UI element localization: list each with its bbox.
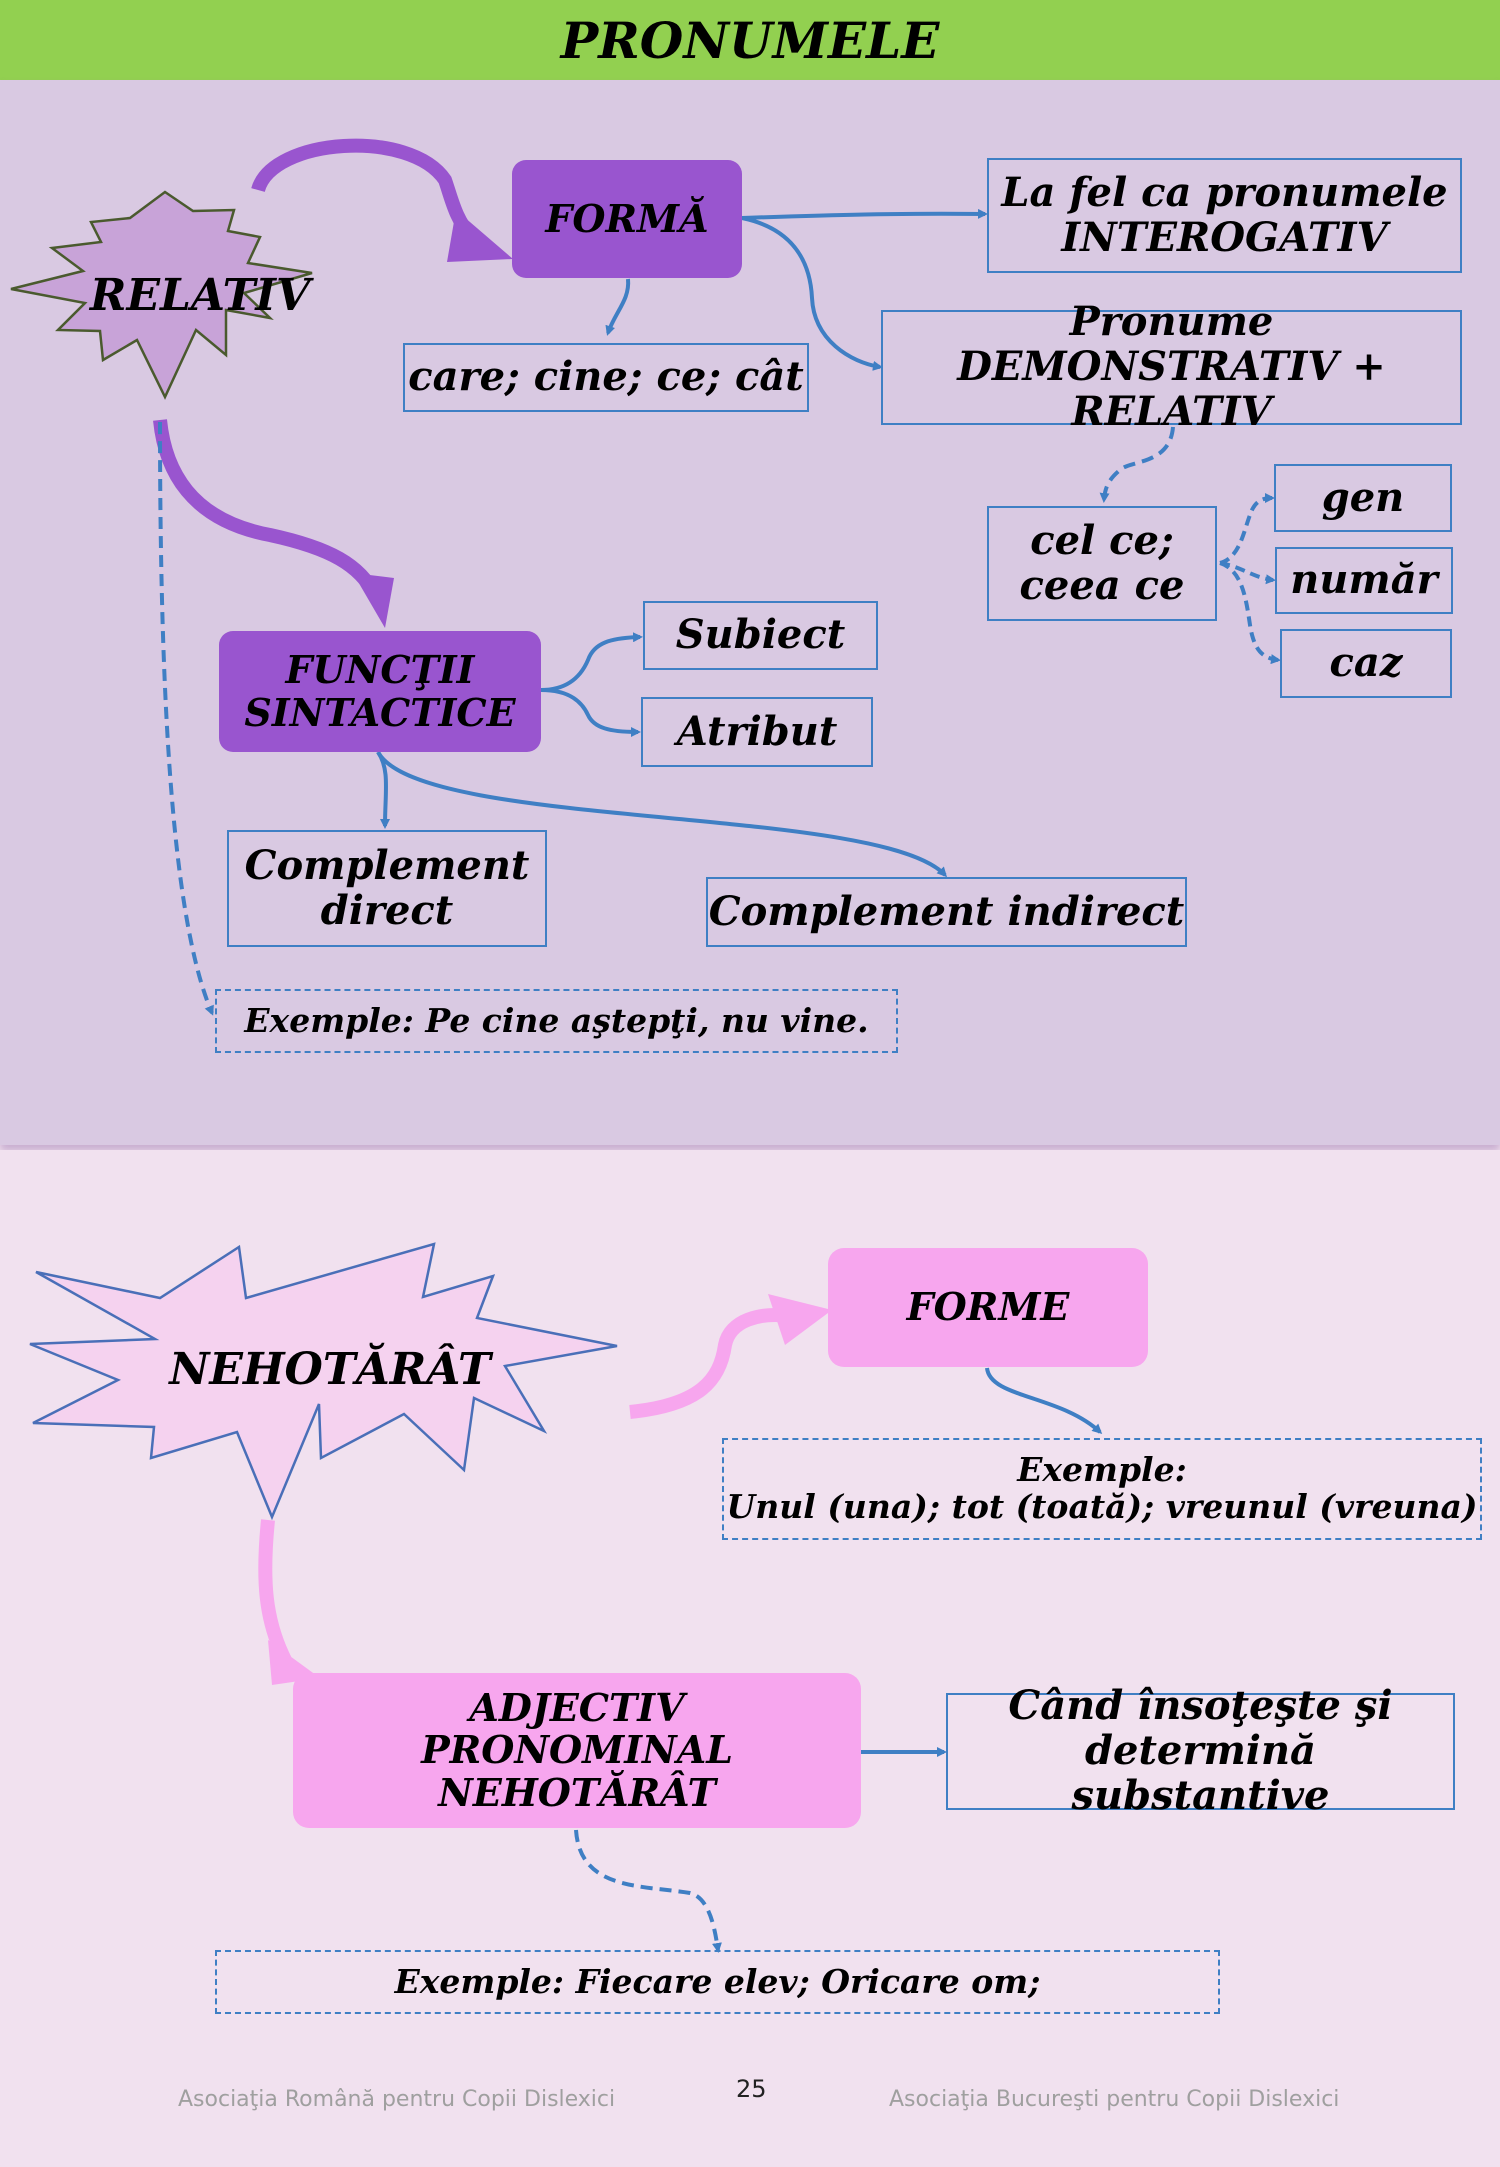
forma-to-list-arrow	[605, 278, 631, 336]
functii-to-subiect-arrow	[540, 632, 643, 692]
relativ-star	[10, 190, 313, 400]
subiect-box: Subiect	[643, 601, 878, 670]
relative-exemple-box: Exemple: Pe cine aştepţi, nu vine.	[215, 989, 898, 1053]
adjectiv-node: ADJECTIV PRONOMINAL NEHOTĂRÂT	[293, 1673, 861, 1828]
forme-to-exemple-arrow	[985, 1367, 1103, 1435]
forma-to-demonstrativ-arrow	[741, 216, 883, 371]
cel-ce-box: cel ce; ceea ce	[987, 506, 1217, 621]
footer-right: Asociaţia Bucureşti pentru Copii Dislexi…	[889, 2087, 1340, 2112]
nehotarat-star	[29, 1242, 618, 1521]
nehotarat-to-forme-arrow	[629, 1308, 791, 1419]
interogativ-box: La fel ca pronumele INTEROGATIV	[987, 158, 1462, 273]
relativ-to-exemple-dashed	[158, 421, 214, 1016]
cand-box: Când însoţeşte şi determină substantive	[946, 1683, 1455, 1818]
forma-list-box: care; cine; ce; cât	[403, 343, 809, 412]
relativ-star-label: RELATIV	[89, 270, 311, 321]
page-header: PRONUMELE	[0, 0, 1500, 80]
forme-exemple-text: Unul (una); tot (toată); vreunul (vreuna…	[726, 1487, 1478, 1526]
footer-left: Asociaţia Română pentru Copii Dislexici	[178, 2087, 616, 2112]
forma-node: FORMĂ	[512, 160, 742, 278]
caz-box: caz	[1280, 629, 1452, 698]
nehotarat-to-adjectiv-arrow	[258, 1519, 292, 1664]
celce-to-caz-dashed	[1219, 561, 1281, 665]
gen-box: gen	[1274, 464, 1452, 532]
relativ-to-functii-arrowhead	[353, 573, 394, 628]
forma-to-interogativ-arrow	[741, 208, 988, 220]
page-number: 25	[736, 2075, 767, 2103]
functii-to-atribut-arrow	[540, 688, 641, 737]
celce-to-gen-dashed	[1219, 493, 1275, 565]
adjectiv-exemple-box: Exemple: Fiecare elev; Oricare om;	[215, 1950, 1220, 2014]
forme-node: FORME	[828, 1248, 1148, 1367]
nehotarat-to-forme-arrowhead	[768, 1294, 832, 1345]
complement-indirect-box: Complement indirect	[706, 877, 1187, 947]
relativ-to-forma-arrowhead	[447, 210, 513, 262]
numar-box: număr	[1275, 547, 1453, 614]
functii-to-indirect-arrow	[376, 750, 948, 878]
relativ-to-functii-arrow	[153, 419, 382, 599]
relativ-to-forma-arrow	[251, 138, 478, 243]
forme-exemple-box: Exemple: Unul (una); tot (toată); vreunu…	[722, 1438, 1482, 1540]
atribut-box: Atribut	[641, 697, 873, 767]
adjectiv-to-exemple-dashed	[574, 1829, 722, 1953]
complement-direct-box: Complement direct	[227, 830, 547, 947]
nehotarat-star-label: NEHOTĂRÂT	[169, 1344, 491, 1395]
demonstrativ-to-celce-dashed	[1099, 426, 1175, 503]
forme-exemple-title: Exemple:	[1017, 1450, 1187, 1490]
demonstrativ-box: Pronume DEMONSTRATIV + RELATIV	[881, 299, 1462, 434]
functii-node: FUNCŢII SINTACTICE	[219, 631, 541, 752]
page-title: PRONUMELE	[560, 10, 940, 70]
